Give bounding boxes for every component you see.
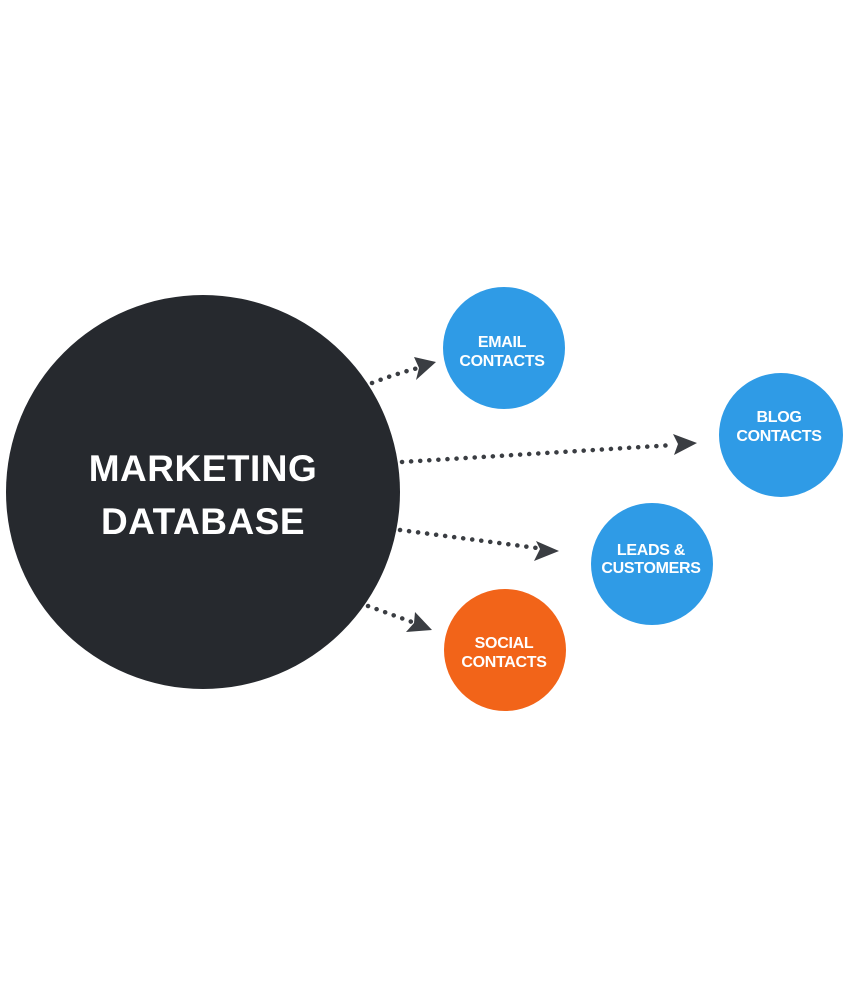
leads-customers-label-line-1: LEADS & [617,542,686,559]
edge-social-contacts [365,603,432,632]
email-contacts-label-line-1: EMAIL [478,334,527,351]
blog-contacts-node: BLOG CONTACTS [719,373,843,497]
edge-leads-customers [397,527,559,561]
leads-customers-node: LEADS & CUSTOMERS [591,503,713,625]
social-contacts-label-line-2: CONTACTS [461,654,547,671]
email-contacts-circle [443,287,565,409]
marketing-database-circle [6,295,400,689]
leads-customers-label-line-2: CUSTOMERS [601,560,701,577]
marketing-database-label-line-1: MARKETING [89,448,318,489]
marketing-database-node: MARKETING DATABASE [6,295,400,689]
email-contacts-label-line-2: CONTACTS [459,353,545,370]
arrowhead-email-contacts [414,357,436,380]
marketing-database-label-line-2: DATABASE [101,501,305,542]
blog-contacts-circle [719,373,843,497]
blog-contacts-label-line-1: BLOG [756,409,801,426]
arrowhead-social-contacts [406,612,432,632]
edge-email-contacts [369,357,436,386]
leads-customers-circle [591,503,713,625]
connectors [365,357,697,632]
social-contacts-label-line-1: SOCIAL [475,635,534,652]
social-contacts-circle [444,589,566,711]
edge-blog-contacts [399,434,697,465]
arrowhead-leads-customers [534,541,559,561]
blog-contacts-label-line-2: CONTACTS [736,428,822,445]
email-contacts-node: EMAIL CONTACTS [443,287,565,409]
arrowhead-blog-contacts [673,434,697,455]
social-contacts-node: SOCIAL CONTACTS [444,589,566,711]
